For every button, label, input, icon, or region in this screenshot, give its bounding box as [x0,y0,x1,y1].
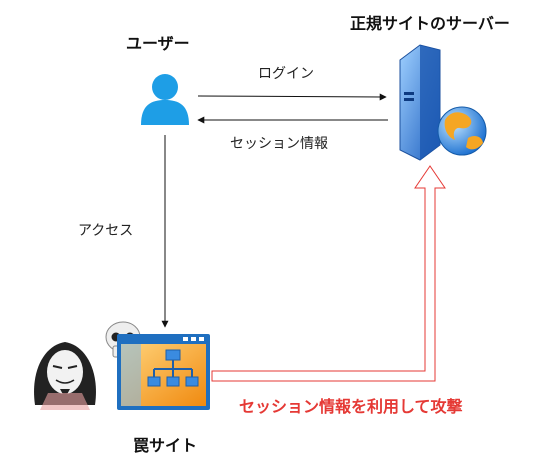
attack-label: セッション情報を利用して攻撃 [239,397,463,416]
hacker-mask-icon [34,342,96,410]
session-label: セッション情報 [230,136,328,152]
access-label: アクセス [78,223,134,239]
server-label: 正規サイトのサーバー [350,14,510,33]
server-globe-icon [399,44,487,161]
login-arrow [197,93,387,101]
trap-site-label: 罠サイト [133,436,198,455]
login-label: ログイン [258,66,314,82]
website-sitemap-icon [117,334,210,410]
user-label: ユーザー [126,34,190,53]
user-icon [141,74,189,125]
attack-arrow [211,165,446,382]
